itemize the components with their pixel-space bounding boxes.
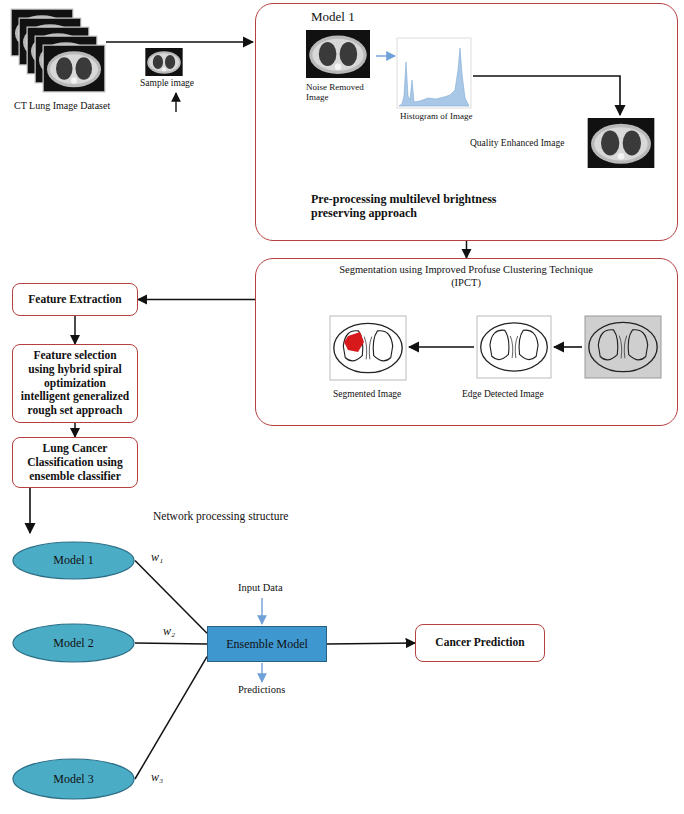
caption-label: CT Lung Image Dataset — [14, 100, 110, 111]
caption-label: Sample image — [140, 78, 194, 88]
node-text: Lung Cancer Classification using ensembl… — [19, 442, 131, 483]
process-box: Feature selection using hybrid spiral op… — [12, 344, 138, 423]
connector — [135, 643, 207, 644]
flow-arrow — [473, 76, 620, 115]
model-ellipse: Model 1 — [12, 541, 135, 580]
caption-label: Network processing structure — [153, 510, 288, 522]
caption-label: Edge Detected Image — [462, 389, 544, 399]
ellipse-fill — [13, 759, 134, 799]
ellipse-fill — [13, 624, 134, 662]
connector — [135, 561, 207, 634]
model-ellipse: Model 2 — [12, 623, 135, 663]
connector — [74, 316, 76, 344]
quality-enhanced-image — [588, 118, 655, 168]
flow-arrow — [554, 346, 582, 348]
weight-label: w₂ — [162, 624, 176, 639]
ellipse-fill — [13, 542, 134, 579]
flow-arrow — [409, 346, 474, 348]
weight-label: w₃ — [150, 770, 164, 785]
connector — [135, 657, 207, 779]
output-box: Cancer Prediction — [415, 624, 545, 662]
model-ellipse: Model 3 — [12, 758, 135, 800]
ct-grey-image — [585, 316, 661, 378]
caption-label: Segmented Image — [333, 389, 401, 399]
flow-arrow — [376, 55, 395, 56]
histogram — [397, 38, 471, 108]
node-text: Feature Extraction — [28, 293, 121, 307]
input-arrow — [261, 598, 262, 624]
connector — [138, 299, 255, 301]
node-text: Model 3 — [53, 772, 93, 786]
caption-label: Noise Removed Image — [306, 82, 368, 103]
connector — [74, 423, 76, 437]
process-box: Lung Cancer Classification using ensembl… — [12, 437, 138, 488]
panel-title: Segmentation using Improved Profuse Clus… — [326, 264, 606, 289]
node-text: Feature selection using hybrid spiral op… — [19, 349, 131, 418]
segmented-image — [330, 316, 406, 380]
edge-detected-image — [477, 316, 551, 378]
model-panel: Model 1 Pre-processing multilevel brightn… — [255, 3, 678, 241]
flow-arrow — [29, 486, 31, 533]
pointer-arrow — [175, 93, 176, 112]
caption-label: Quality Enhanced Image — [470, 138, 564, 148]
process-box: Feature Extraction — [12, 283, 138, 316]
caption-label: Predictions — [238, 684, 285, 695]
connector — [466, 241, 468, 258]
ensemble-box: Ensemble Model — [207, 626, 327, 662]
ct-stack — [11, 9, 105, 92]
caption-label: Histogram of Image — [400, 111, 472, 121]
flow-arrow — [106, 41, 253, 43]
node-text: Cancer Prediction — [435, 636, 524, 650]
caption-label: Input Data — [238, 582, 283, 593]
node-text: Model 2 — [53, 636, 93, 650]
segmentation-panel: Segmentation using Improved Profuse Clus… — [255, 258, 678, 426]
weight-label: w₁ — [150, 550, 164, 565]
node-text: Ensemble Model — [226, 637, 308, 651]
sample-image — [145, 48, 182, 76]
panel-caption: Pre-processing multilevel brightness pre… — [311, 192, 546, 221]
noise-removed-image — [306, 30, 370, 78]
node-text: Model 1 — [53, 553, 93, 567]
connector — [327, 643, 415, 644]
panel-title: Model 1 — [311, 9, 451, 25]
output-arrow — [261, 663, 262, 682]
